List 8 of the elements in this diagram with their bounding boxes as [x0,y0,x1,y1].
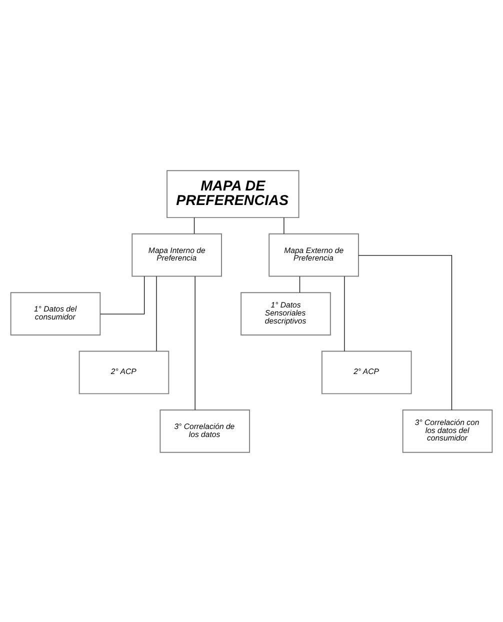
connector [344,276,345,351]
node-box: MAPA DE PREFERENCIAS [166,170,300,218]
connector [194,276,196,410]
connector [299,276,300,292]
connector [194,216,195,234]
connector [100,276,145,314]
connector [156,276,157,351]
connector [358,254,452,410]
